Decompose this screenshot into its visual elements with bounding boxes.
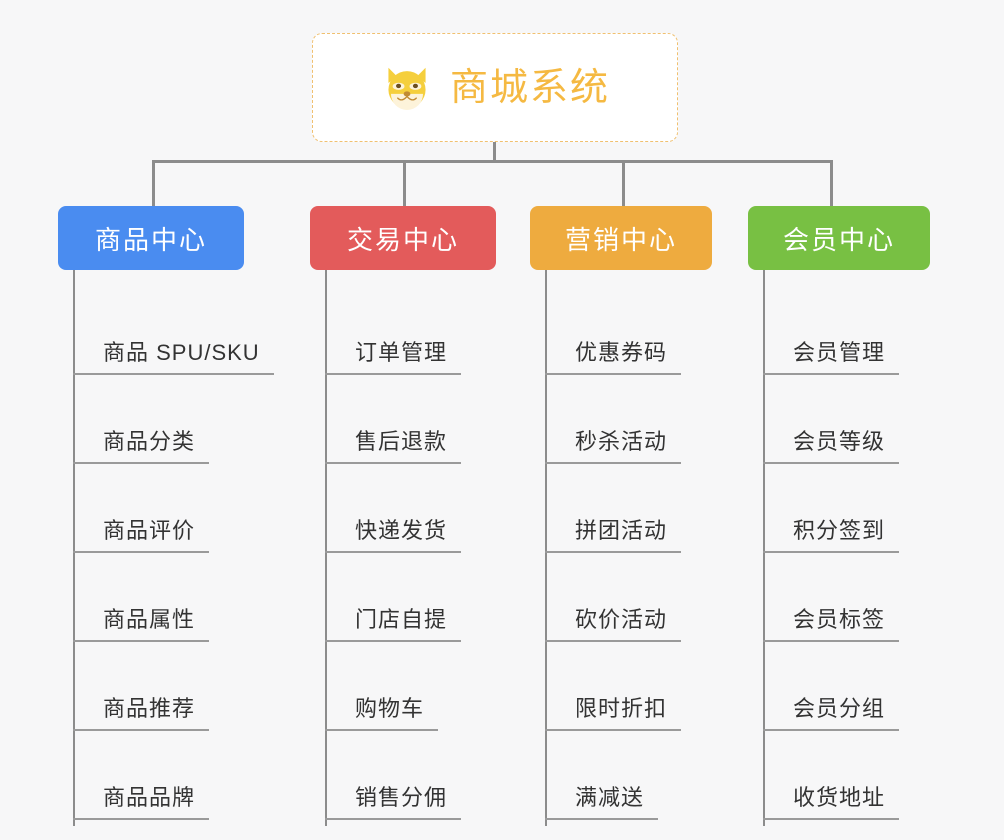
category-header-member[interactable]: 会员中心	[748, 206, 930, 270]
list-item[interactable]: 秒杀活动	[545, 381, 770, 470]
category-label: 交易中心	[346, 224, 459, 255]
leaf-label: 商品品牌	[73, 785, 210, 820]
list-item[interactable]: 收货地址	[763, 737, 988, 826]
list-item[interactable]: 购物车	[325, 648, 550, 737]
connector-horizontal-bus	[152, 160, 832, 163]
list-item[interactable]: 会员等级	[763, 381, 988, 470]
list-item[interactable]: 会员分组	[763, 648, 988, 737]
leaf-label: 订单管理	[325, 340, 462, 375]
leaf-label: 购物车	[325, 696, 439, 731]
leaf-label: 商品 SPU/SKU	[73, 340, 274, 375]
list-item[interactable]: 商品评价	[73, 470, 318, 559]
leaf-label: 销售分佣	[325, 785, 462, 820]
connector-drop-3	[622, 160, 625, 206]
leaf-list-marketing: 优惠券码 秒杀活动 拼团活动 砍价活动 限时折扣 满减送	[545, 270, 770, 826]
leaf-label: 会员等级	[763, 429, 900, 464]
branch-column-marketing: 营销中心 优惠券码 秒杀活动 拼团活动 砍价活动 限时折扣 满减送	[530, 206, 770, 826]
list-item[interactable]: 售后退款	[325, 381, 550, 470]
list-item[interactable]: 积分签到	[763, 470, 988, 559]
leaf-list-product: 商品 SPU/SKU 商品分类 商品评价 商品属性 商品推荐 商品品牌	[73, 270, 318, 826]
leaf-label: 优惠券码	[545, 340, 682, 375]
leaf-label: 快递发货	[325, 518, 462, 553]
leaf-label: 售后退款	[325, 429, 462, 464]
list-item[interactable]: 订单管理	[325, 292, 550, 381]
leaf-label: 满减送	[545, 785, 659, 820]
shiba-dog-face-icon	[388, 67, 426, 110]
root-node[interactable]: 商城系统	[312, 33, 678, 142]
branch-spine	[325, 270, 327, 826]
leaf-label: 门店自提	[325, 607, 462, 642]
list-item[interactable]: 商品推荐	[73, 648, 318, 737]
connector-drop-2	[403, 160, 406, 206]
list-item[interactable]: 快递发货	[325, 470, 550, 559]
category-header-product[interactable]: 商品中心	[58, 206, 244, 270]
leaf-list-member: 会员管理 会员等级 积分签到 会员标签 会员分组 收货地址	[763, 270, 988, 826]
branch-spine	[545, 270, 547, 826]
leaf-label: 会员分组	[763, 696, 900, 731]
category-label: 商品中心	[94, 224, 207, 255]
list-item[interactable]: 会员管理	[763, 292, 988, 381]
leaf-label: 商品评价	[73, 518, 210, 553]
leaf-label: 拼团活动	[545, 518, 682, 553]
branch-spine	[73, 270, 75, 826]
leaf-label: 收货地址	[763, 785, 900, 820]
leaf-label: 砍价活动	[545, 607, 682, 642]
leaf-label: 商品推荐	[73, 696, 210, 731]
list-item[interactable]: 会员标签	[763, 559, 988, 648]
list-item[interactable]: 限时折扣	[545, 648, 770, 737]
list-item[interactable]: 销售分佣	[325, 737, 550, 826]
leaf-label: 积分签到	[763, 518, 900, 553]
list-item[interactable]: 商品 SPU/SKU	[73, 292, 318, 381]
connector-root-stem	[493, 142, 496, 162]
list-item[interactable]: 满减送	[545, 737, 770, 826]
category-label: 会员中心	[782, 224, 895, 255]
branch-column-member: 会员中心 会员管理 会员等级 积分签到 会员标签 会员分组 收货地址	[748, 206, 988, 826]
leaf-label: 限时折扣	[545, 696, 682, 731]
leaf-label: 商品分类	[73, 429, 210, 464]
list-item[interactable]: 商品属性	[73, 559, 318, 648]
connector-drop-1	[152, 160, 155, 206]
branch-spine	[763, 270, 765, 826]
list-item[interactable]: 拼团活动	[545, 470, 770, 559]
leaf-label: 会员管理	[763, 340, 900, 375]
leaf-label: 商品属性	[73, 607, 210, 642]
list-item[interactable]: 门店自提	[325, 559, 550, 648]
category-label: 营销中心	[564, 224, 677, 255]
branch-column-product: 商品中心 商品 SPU/SKU 商品分类 商品评价 商品属性 商品推荐 商品品牌	[58, 206, 318, 826]
branch-column-trade: 交易中心 订单管理 售后退款 快递发货 门店自提 购物车 销售分佣	[310, 206, 550, 826]
category-header-marketing[interactable]: 营销中心	[530, 206, 712, 270]
list-item[interactable]: 商品品牌	[73, 737, 318, 826]
leaf-label: 秒杀活动	[545, 429, 682, 464]
list-item[interactable]: 优惠券码	[545, 292, 770, 381]
list-item[interactable]: 商品分类	[73, 381, 318, 470]
category-header-trade[interactable]: 交易中心	[310, 206, 496, 270]
leaf-label: 会员标签	[763, 607, 900, 642]
leaf-list-trade: 订单管理 售后退款 快递发货 门店自提 购物车 销售分佣	[325, 270, 550, 826]
root-title: 商城系统	[449, 66, 610, 109]
connector-drop-4	[830, 160, 833, 206]
list-item[interactable]: 砍价活动	[545, 559, 770, 648]
